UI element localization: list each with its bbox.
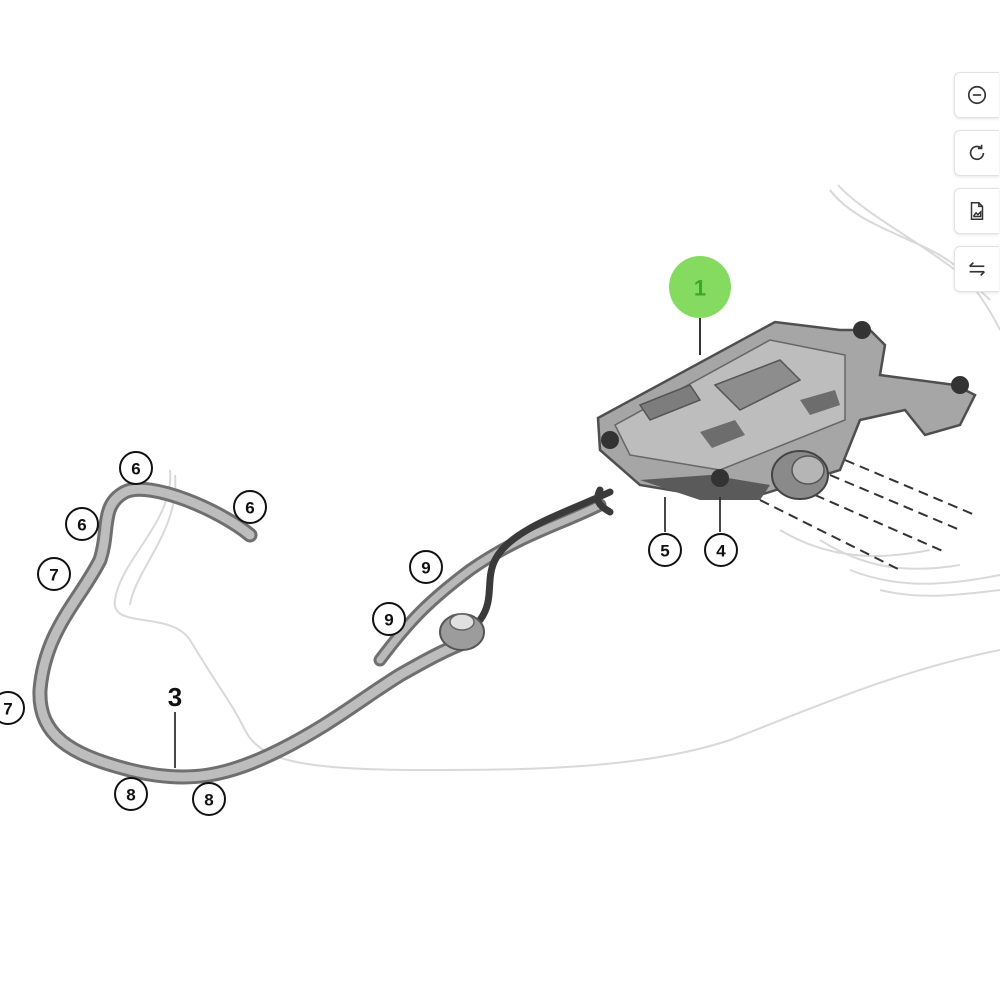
main-part-label: 3 bbox=[168, 682, 182, 712]
rotate-icon bbox=[969, 144, 985, 161]
swap-button[interactable] bbox=[954, 246, 999, 292]
callout[interactable]: 4 bbox=[704, 533, 738, 567]
callout[interactable]: 6 bbox=[233, 490, 267, 524]
image-file-icon bbox=[970, 202, 984, 220]
swap-icon bbox=[969, 261, 985, 277]
highlight-circle bbox=[669, 256, 731, 318]
svg-text:8: 8 bbox=[126, 786, 135, 805]
callout[interactable]: 7 bbox=[37, 557, 71, 591]
svg-text:8: 8 bbox=[204, 791, 213, 810]
callout[interactable]: 6 bbox=[119, 451, 153, 485]
callout[interactable]: 6 bbox=[65, 507, 99, 541]
view-toolbar bbox=[954, 72, 1000, 304]
callout-group: 6 6 6 7 7 8 8 9 9 5 4 bbox=[0, 451, 738, 816]
svg-text:5: 5 bbox=[660, 542, 669, 561]
dashed-leaders bbox=[759, 459, 976, 571]
callout[interactable]: 8 bbox=[192, 782, 226, 816]
callout-leaders bbox=[174, 497, 721, 768]
svg-text:6: 6 bbox=[131, 460, 140, 479]
callout[interactable]: 5 bbox=[648, 533, 682, 567]
callout[interactable]: 9 bbox=[409, 550, 443, 584]
svg-text:4: 4 bbox=[716, 542, 726, 561]
image-file-button[interactable] bbox=[954, 188, 999, 234]
zoom-out-button[interactable] bbox=[954, 72, 999, 118]
hose-assembly bbox=[32, 481, 614, 785]
svg-text:6: 6 bbox=[245, 499, 254, 518]
callout[interactable]: 8 bbox=[114, 777, 148, 811]
highlight-callout[interactable]: 1 bbox=[669, 256, 731, 318]
connector bbox=[439, 613, 485, 651]
svg-text:9: 9 bbox=[421, 559, 430, 578]
bracket-module bbox=[596, 318, 977, 500]
rotate-button[interactable] bbox=[954, 130, 999, 176]
svg-text:7: 7 bbox=[3, 700, 12, 719]
svg-text:9: 9 bbox=[384, 611, 393, 630]
zoom-out-icon bbox=[967, 85, 987, 105]
svg-text:7: 7 bbox=[49, 566, 58, 585]
highlight-label: 1 bbox=[694, 276, 706, 301]
svg-text:6: 6 bbox=[77, 516, 86, 535]
background-wires bbox=[113, 184, 1000, 772]
callout[interactable]: 7 bbox=[0, 691, 25, 725]
callout[interactable]: 9 bbox=[372, 602, 406, 636]
